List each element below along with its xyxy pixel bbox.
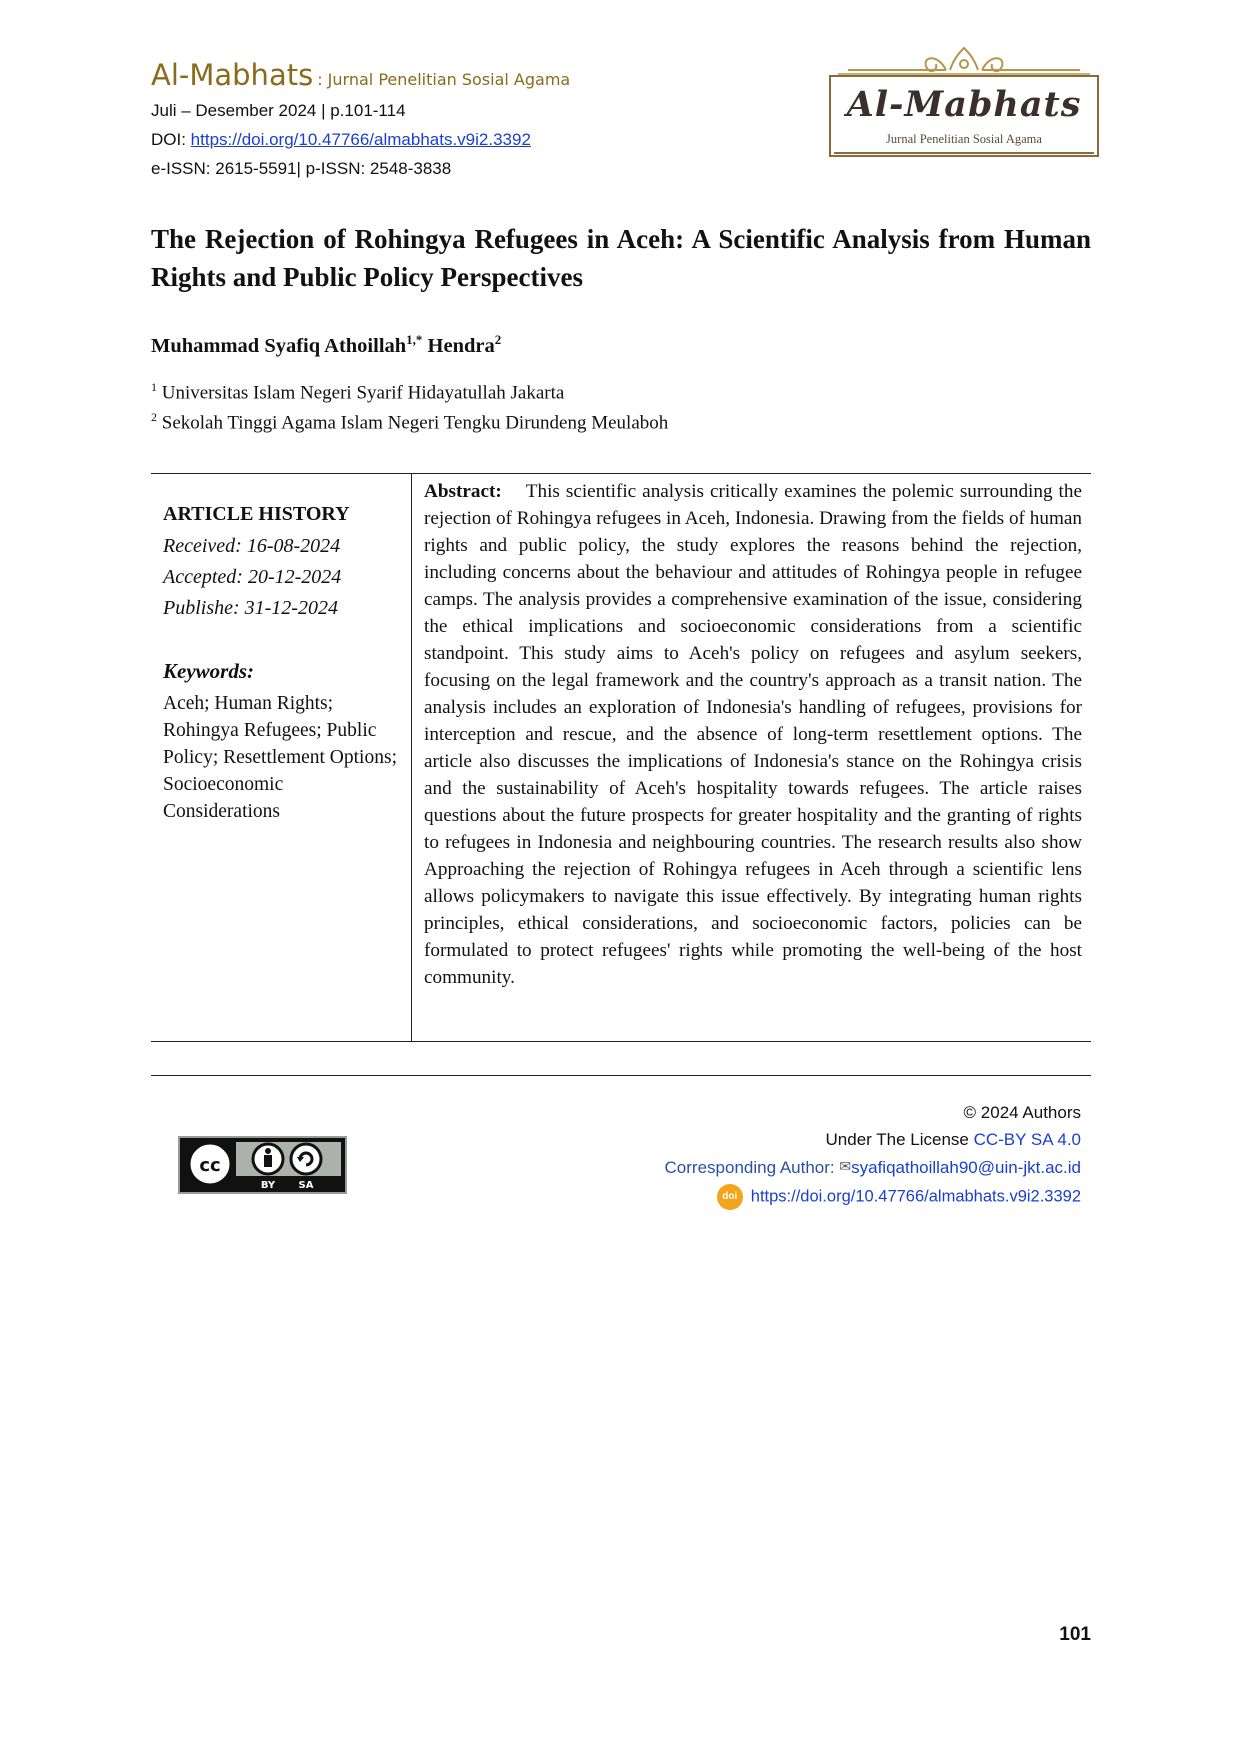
affiliation-text: Sekolah Tinggi Agama Islam Negeri Tengku… [161, 412, 669, 434]
doi-label: DOI: [151, 130, 191, 149]
license-link[interactable]: CC-BY SA 4.0 [973, 1130, 1081, 1149]
author-name: Muhammad Syafiq Athoillah [151, 334, 407, 357]
footer-doi: doi https://doi.org/10.47766/almabhats.v9… [716, 1184, 1081, 1210]
keywords-heading: Keywords: [163, 659, 254, 683]
cc-by-text: BY [261, 1180, 276, 1191]
keywords-list: Aceh; Human Rights; Rohingya Refugees; P… [163, 693, 397, 822]
page-number: 101 [1059, 1624, 1091, 1645]
abstract-label: Abstract: [424, 481, 502, 502]
logo-ornament-icon [829, 46, 1099, 157]
journal-subtitle: : Jurnal Penelitian Sosial Agama [317, 70, 571, 89]
cc-text: cc [199, 1155, 220, 1176]
box-column-divider [411, 473, 412, 1041]
logo-subtitle: Jurnal Penelitian Sosial Agama [886, 132, 1042, 146]
logo-name: Al-Mabhats [846, 84, 1082, 125]
journal-name: Al-Mabhats [151, 58, 314, 92]
publish-date: Publishe: 31-12-2024 [163, 597, 338, 619]
article-title: The Rejection of Rohingya Refugees in Ac… [151, 224, 1091, 292]
envelope-icon: ✉ [839, 1158, 852, 1174]
cc-by-sa-icon: cc BY SA [180, 1138, 345, 1192]
license-line: Under The License CC-BY SA 4.0 [826, 1130, 1081, 1150]
abstract: Abstract: This scientific analysis criti… [424, 478, 1082, 991]
affiliation-mark: 2 [151, 410, 157, 424]
received-date: Received: 16-08-2024 [163, 535, 341, 557]
affiliation-text: Universitas Islam Negeri Syarif Hidayatu… [161, 382, 565, 404]
issn-info: e-ISSN: 2615-5591| p-ISSN: 2548-3838 [151, 159, 452, 178]
abstract-text: This scientific analysis critically exam… [424, 481, 1083, 988]
issue-info: Juli – Desember 2024 | p.101-114 [151, 101, 406, 120]
doi-link[interactable]: https://doi.org/10.47766/almabhats.v9i2.… [190, 130, 531, 149]
cc-license-badge[interactable]: cc BY SA [178, 1136, 347, 1194]
box-top-rule [151, 473, 1091, 474]
author-affiliation-mark: 1,* [406, 332, 423, 347]
affiliation-mark: 1 [151, 380, 157, 394]
affiliation-1: 1 Universitas Islam Negeri Syarif Hidaya… [151, 380, 564, 404]
affiliation-2: 2 Sekolah Tinggi Agama Islam Negeri Teng… [151, 410, 668, 434]
corresponding-author: Corresponding Author: ✉syafiqathoillah90… [665, 1158, 1081, 1178]
journal-logo: Al-Mabhats Jurnal Penelitian Sosial Agam… [828, 44, 1100, 159]
footer-separator [151, 1075, 1091, 1076]
license-prefix: Under The License [825, 1130, 974, 1149]
box-bottom-rule [151, 1041, 1091, 1042]
article-history-heading: ARTICLE HISTORY [163, 503, 350, 525]
author-list: Muhammad Syafiq Athoillah1,* Hendra2 [151, 332, 501, 358]
doi-info: DOI: https://doi.org/10.47766/almabhats.… [151, 130, 531, 150]
corresponding-email[interactable]: syafiqathoillah90@uin-jkt.ac.id [851, 1158, 1081, 1177]
author-name: Hendra [427, 334, 495, 357]
cc-sa-text: SA [299, 1180, 314, 1191]
corresponding-label: Corresponding Author: [664, 1158, 835, 1177]
accepted-date: Accepted: 20-12-2024 [163, 566, 342, 588]
doi-icon: doi [716, 1184, 743, 1210]
author-affiliation-mark: 2 [494, 332, 502, 347]
copyright: © 2024 Authors [963, 1103, 1081, 1122]
journal-header: Al-Mabhats : Jurnal Penelitian Sosial Ag… [151, 58, 570, 92]
footer-doi-link[interactable]: https://doi.org/10.47766/almabhats.v9i2.… [750, 1187, 1081, 1206]
